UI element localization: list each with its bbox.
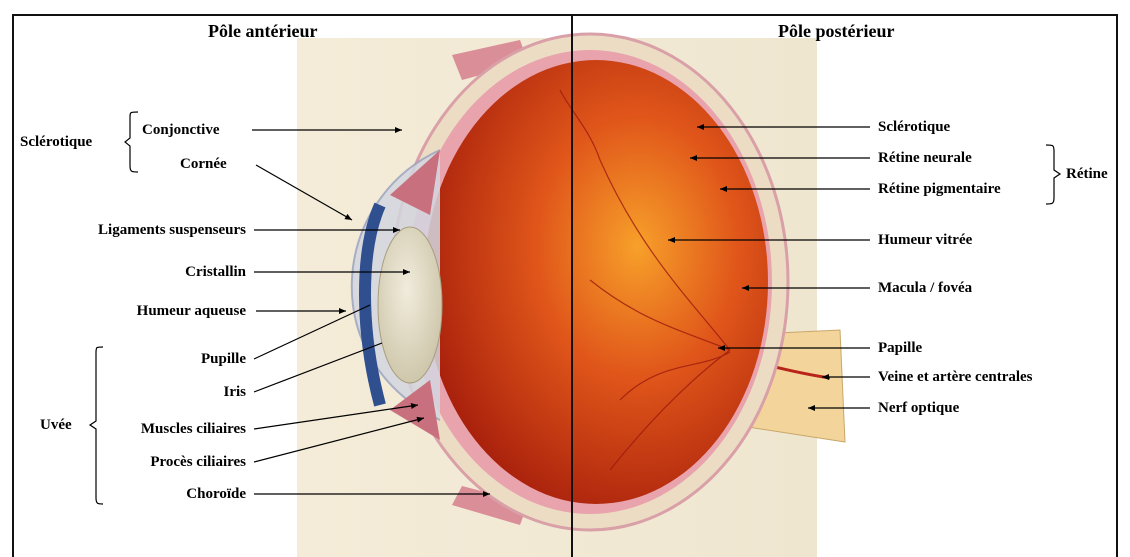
group-label-retine: Rétine <box>1066 165 1108 183</box>
label-nerf-optique: Nerf optique <box>878 399 959 417</box>
label-veine-artere-centrales: Veine et artère centrales <box>878 368 1033 386</box>
label-humeur-aqueuse: Humeur aqueuse <box>20 302 246 320</box>
label-humeur-vitree: Humeur vitrée <box>878 231 972 249</box>
leader-cornee <box>256 165 352 220</box>
leader-proces-ciliaires <box>254 418 424 462</box>
label-cristallin: Cristallin <box>20 263 246 281</box>
label-sclerotique-right: Sclérotique <box>878 118 950 136</box>
label-macula-fovea: Macula / fovéa <box>878 279 972 297</box>
label-retine-pigmentaire: Rétine pigmentaire <box>878 180 1001 198</box>
leader-pupille <box>254 305 370 359</box>
label-cornee: Cornée <box>180 155 227 173</box>
bracket-retine <box>1046 145 1060 204</box>
label-choroide: Choroïde <box>20 485 246 503</box>
bracket-sclerotique <box>125 112 138 172</box>
label-proces-ciliaires: Procès ciliaires <box>20 453 246 471</box>
group-label-sclerotique: Sclérotique <box>20 133 92 151</box>
label-conjonctive: Conjonctive <box>142 121 220 139</box>
label-muscles-ciliaires: Muscles ciliaires <box>20 420 246 438</box>
label-iris: Iris <box>20 383 246 401</box>
label-retine-neurale: Rétine neurale <box>878 149 972 167</box>
label-papille: Papille <box>878 339 922 357</box>
label-ligaments-suspenseurs: Ligaments suspenseurs <box>20 221 246 239</box>
label-pupille: Pupille <box>20 350 246 368</box>
